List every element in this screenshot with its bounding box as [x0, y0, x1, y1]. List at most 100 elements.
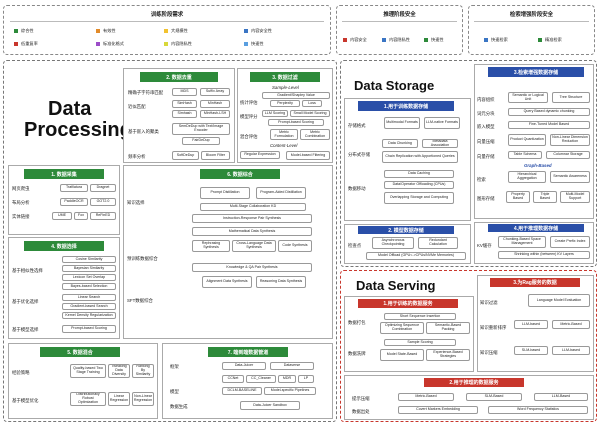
filter-sample-level: Sample-Level	[272, 85, 299, 90]
storage-panel	[340, 60, 597, 267]
synth-item: Cross-Language Data Synthesis	[232, 240, 276, 252]
serving-rag-item: SLM-based	[514, 346, 548, 355]
acquire-item: Dragnet	[90, 184, 116, 192]
legend-divider	[474, 21, 589, 22]
mix-label: 经验策略	[12, 370, 30, 375]
storage-training-item: Data/Operator Offloading (CPUs)	[384, 181, 454, 189]
storage-retrieval-title: 3.检索增强数据存储	[488, 67, 584, 77]
select-item: Prompt-based Scoring	[62, 325, 116, 333]
storage-retrieval-item: Non-Linear Dimension Reduction	[550, 134, 590, 146]
acquire-label: 实体链接	[12, 214, 30, 219]
select-item: Linear Search	[62, 294, 116, 301]
storage-inference-item: Chunking-Based Space Management	[498, 236, 546, 248]
dedup-label: 近似匹配	[128, 104, 146, 109]
dedup-item: SemDeDup with Text/Image Encoder	[172, 123, 230, 135]
serving-rag-item: LLM-based	[552, 346, 590, 355]
storage-retrieval-item: Table Schema	[508, 151, 542, 159]
serving-training-label: 数据洗牌	[348, 351, 366, 356]
serving-inference-label: 数据出处	[352, 409, 370, 414]
frameworks-item: Dataverse	[270, 362, 314, 370]
serving-panel	[340, 270, 597, 422]
dedup-item: Suffix Array	[200, 88, 230, 96]
acquire-item: Fox	[74, 212, 88, 220]
frameworks-item: LP	[298, 375, 314, 383]
dedup-item: SoftDeDup	[172, 151, 199, 160]
storage-retrieval-item: Semantic or Logical Unit	[508, 92, 548, 103]
legend-item: 精准检索	[538, 37, 562, 43]
filter-content-level: Content-Level	[270, 143, 298, 148]
processing-title-line1: Data	[48, 98, 92, 120]
legend-training-title: 训练阶段需求	[150, 12, 184, 18]
dedup-item: MinHash	[200, 100, 230, 108]
serving-training-label: 数据打包	[348, 320, 366, 325]
select-label: 基于优化选择	[12, 299, 39, 304]
storage-retrieval-item: Columnar Storage	[546, 151, 590, 159]
storage-training-label: 存储格式	[348, 123, 366, 128]
dedup-label: 精确子字符串匹配	[128, 90, 164, 95]
legend-item: 低重复率	[14, 41, 38, 47]
dedup-item: FairDeDup	[182, 137, 220, 145]
filter-item: Model-based Filtering	[286, 151, 330, 160]
legend-item: 快速检索	[484, 37, 508, 43]
storage-model-item: Redundant Calculation	[418, 237, 458, 249]
storage-training-item: Data Caching	[384, 170, 454, 178]
serving-rag-item: Language Model Evaluation	[528, 294, 590, 307]
legend-item: 综合性	[14, 28, 34, 34]
filter-item: Regular Expression	[240, 151, 280, 159]
legend-reasoning	[336, 5, 463, 55]
synth-item: Prompt Distillation	[200, 187, 250, 199]
legend-swatch-icon	[96, 29, 100, 33]
acquire-item: Trafilatura	[60, 184, 88, 192]
legend-retrieval-title: 检索增强阶段安全	[509, 12, 554, 18]
serving-inference-item: Metric-Based	[398, 393, 454, 401]
storage-retrieval-item: Multi-Model Support	[560, 191, 590, 203]
serving-inference-label: 提示压缩	[352, 396, 370, 401]
mix-label: 基于模型优化	[12, 398, 39, 403]
filter-item: Loss	[302, 100, 322, 107]
dedup-item: MinHash-LSH	[200, 110, 230, 118]
storage-training-title: 1.用于训练数据存储	[358, 101, 454, 111]
synth-item: Rephrasing Synthesis	[192, 240, 230, 252]
dedup-item: MDS	[172, 88, 197, 96]
legend-training	[3, 5, 331, 55]
select-item: Kernel Density Regularization	[62, 312, 116, 319]
storage-retrieval-item: Fine-Tuned Model Based	[508, 121, 590, 129]
dedup-label: 频率分析	[128, 154, 146, 159]
synth-item: Program-Aided Distillation	[256, 187, 306, 199]
legend-item: 有效性	[96, 28, 116, 34]
legend-reasoning-title: 推理阶段安全	[383, 12, 416, 18]
legend-divider	[10, 21, 324, 22]
legend-swatch-icon	[484, 38, 488, 42]
frameworks-item: Data-Juicer	[222, 362, 266, 370]
serving-training-item: Sample Scoring	[384, 339, 456, 346]
acquire-item: UME	[52, 212, 72, 220]
frameworks-item: DCLM-BASELINE	[222, 387, 262, 395]
mix-item: Ranking By Similarity	[132, 364, 154, 378]
filter-item: Perplexity	[270, 100, 300, 107]
serving-training-title: 1.用于训练的数据服务	[358, 299, 458, 308]
storage-retrieval-label: 嵌入模型	[477, 124, 495, 129]
storage-retrieval-item: Semantic Awareness	[550, 171, 590, 183]
filter-item: Small Model Scoring	[290, 110, 330, 117]
frameworks-label: 框架	[170, 364, 179, 369]
select-item: Lexicon Set Overlap	[62, 274, 116, 281]
serving-training-item: Semantic-Based Packing	[426, 322, 470, 334]
storage-inference-label: KV缓存	[477, 243, 492, 248]
acquire-item: GOT2.0	[90, 198, 116, 206]
serving-rag-title: 3.为Rag服务的数据	[490, 278, 580, 287]
legend-item: 快速性	[244, 41, 264, 47]
filter-label: 统计评估	[240, 100, 258, 105]
storage-training-item: Overlapping Storage and Computing	[384, 192, 454, 204]
storage-retrieval-item: Property Based	[506, 191, 530, 203]
legend-item: 内容安全性	[244, 28, 272, 34]
storage-retrieval-label: 向量压缩	[477, 139, 495, 144]
storage-model-title: 2. 模型数据存储	[358, 226, 454, 234]
frameworks-title: 7. 端到端数据管道	[208, 347, 288, 357]
mix-item: Quality-based Two Stage Training	[70, 364, 106, 378]
legend-swatch-icon	[164, 29, 168, 33]
acquire-title: 1. 数据采集	[24, 169, 104, 179]
acquire-label: 布局分析	[12, 200, 30, 205]
serving-inference-title: 2.用于推理的数据服务	[424, 378, 524, 387]
serving-rag-item: LLM-based	[514, 320, 548, 329]
synth-item: Instruction-Response Pair Synthesis	[192, 214, 312, 223]
